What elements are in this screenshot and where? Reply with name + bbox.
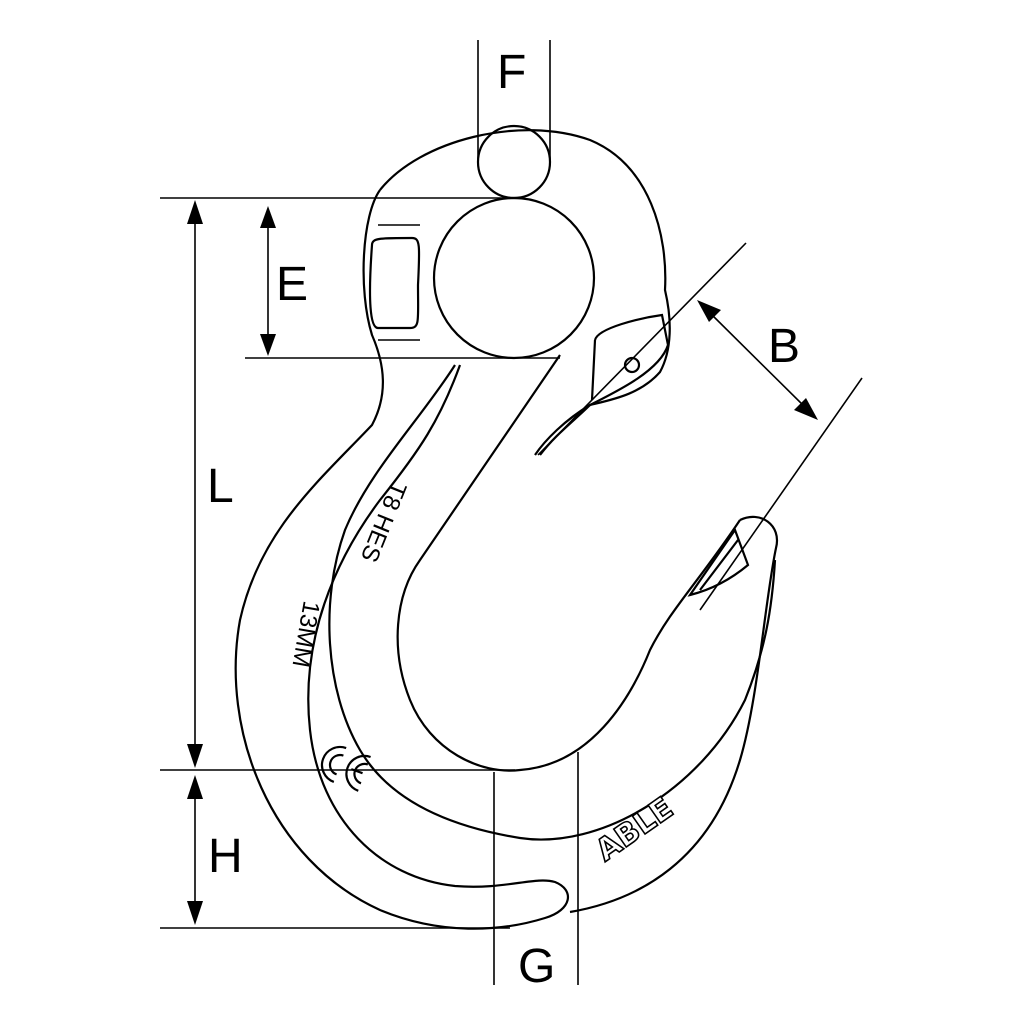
hook-inner-curve <box>328 364 777 841</box>
latch-spring <box>687 527 750 597</box>
marking-size: 13MM <box>287 599 325 669</box>
ce-mark <box>320 745 371 792</box>
pin-circle <box>476 124 552 200</box>
label-b: B <box>768 320 800 373</box>
dimension-b: B <box>537 242 863 611</box>
hook-point <box>569 515 779 914</box>
dimension-f: F <box>477 40 551 165</box>
label-e: E <box>276 258 308 311</box>
brand-logo: ABLE <box>590 791 680 869</box>
label-l: L <box>207 460 234 513</box>
latch <box>534 313 670 456</box>
label-f: F <box>497 46 526 99</box>
dimension-l: L <box>160 200 515 771</box>
eye-slot <box>368 236 421 330</box>
dimension-e: E <box>160 197 560 359</box>
eye-load-circle <box>432 196 596 360</box>
hook-throat <box>396 354 741 772</box>
latch-pivot <box>623 356 641 374</box>
hook-outer-curve <box>234 189 570 930</box>
dimension-g: G <box>493 752 579 993</box>
label-g: G <box>518 940 555 993</box>
dimension-h: H <box>160 775 510 929</box>
label-h: H <box>208 830 243 883</box>
